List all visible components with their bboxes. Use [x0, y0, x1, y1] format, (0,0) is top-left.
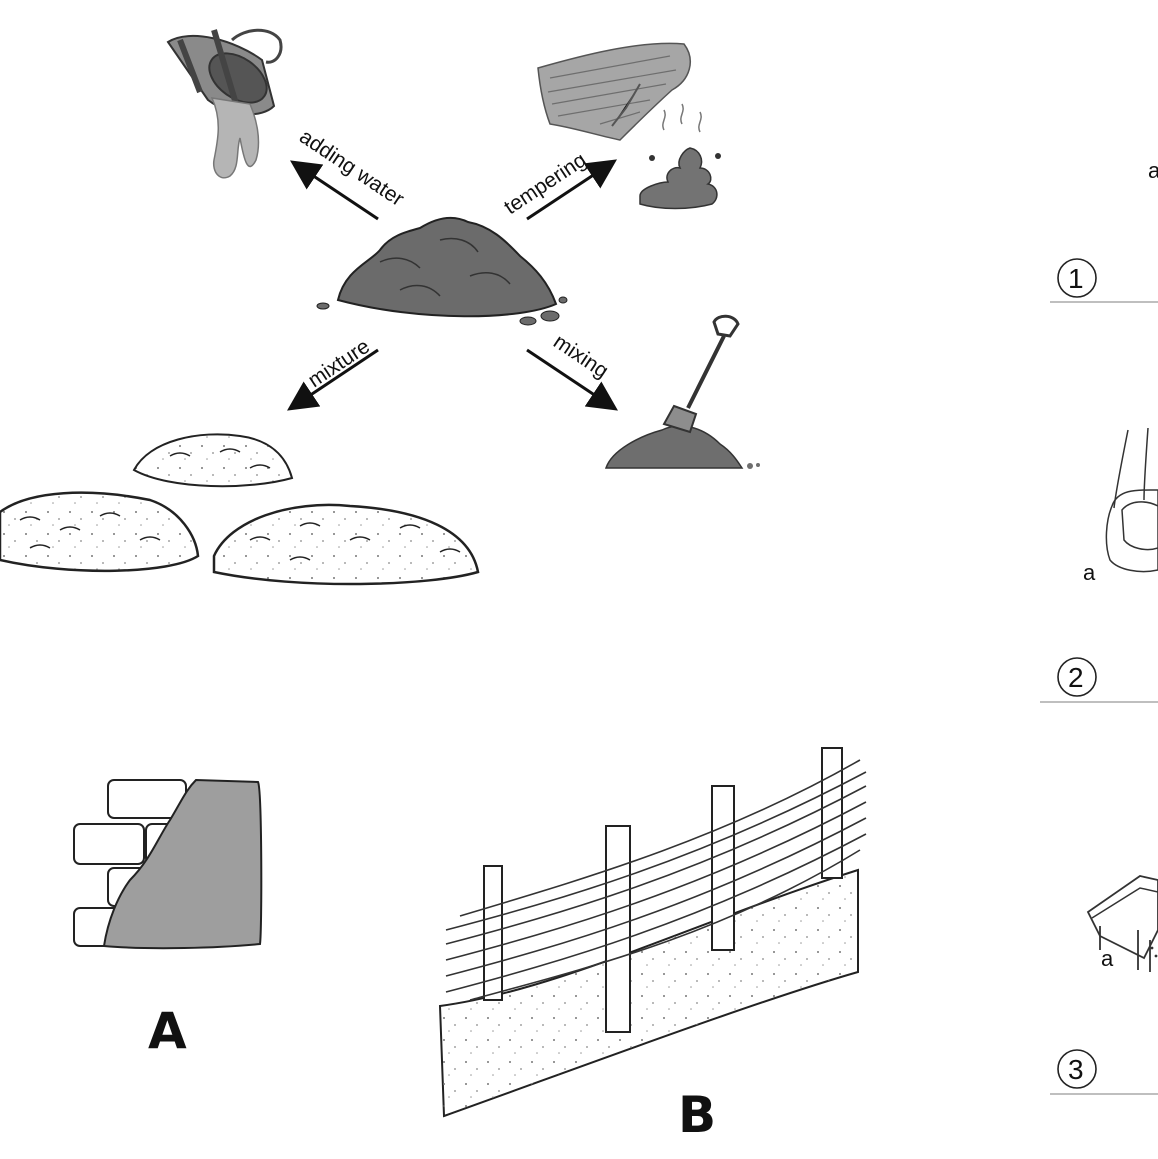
step-3: a 3 — [1050, 875, 1158, 1095]
arrow-mixing: mixing — [526, 330, 618, 411]
dung-icon — [639, 103, 721, 210]
mixture-piles-icon — [0, 433, 480, 586]
straw-bundle-icon — [537, 42, 691, 141]
panel-b-wattle-daub-illustration — [438, 747, 867, 1118]
brick-mould-icon — [1086, 875, 1158, 972]
arrow-adding-water: adding water — [290, 125, 408, 221]
hands-shaping-mud-icon — [1105, 427, 1158, 573]
step-1: 1 a — [1050, 158, 1158, 303]
step-2-marker: a — [1083, 560, 1096, 585]
panel-a-stone-wall-illustration — [73, 778, 263, 950]
arrow-label-adding-water: adding water — [295, 125, 408, 211]
panel-a-label: A — [148, 1002, 187, 1060]
arrow-label-mixture: mixture — [304, 335, 374, 392]
step-1-number: 1 — [1068, 263, 1084, 294]
water-bucket-icon — [166, 28, 283, 179]
panel-b-label: B — [678, 1086, 716, 1144]
arrow-mixture: mixture — [287, 335, 379, 411]
step-3-marker: a — [1101, 946, 1114, 971]
step-3-number: 3 — [1068, 1054, 1084, 1085]
step-2: a 2 — [1040, 427, 1158, 703]
step-1-marker: a — [1148, 158, 1158, 183]
step-2-number: 2 — [1068, 662, 1084, 693]
arrow-label-mixing: mixing — [549, 330, 612, 383]
soil-pile-icon — [316, 216, 568, 326]
shovel-mixing-icon — [604, 314, 760, 469]
arrow-tempering: tempering — [500, 148, 618, 221]
